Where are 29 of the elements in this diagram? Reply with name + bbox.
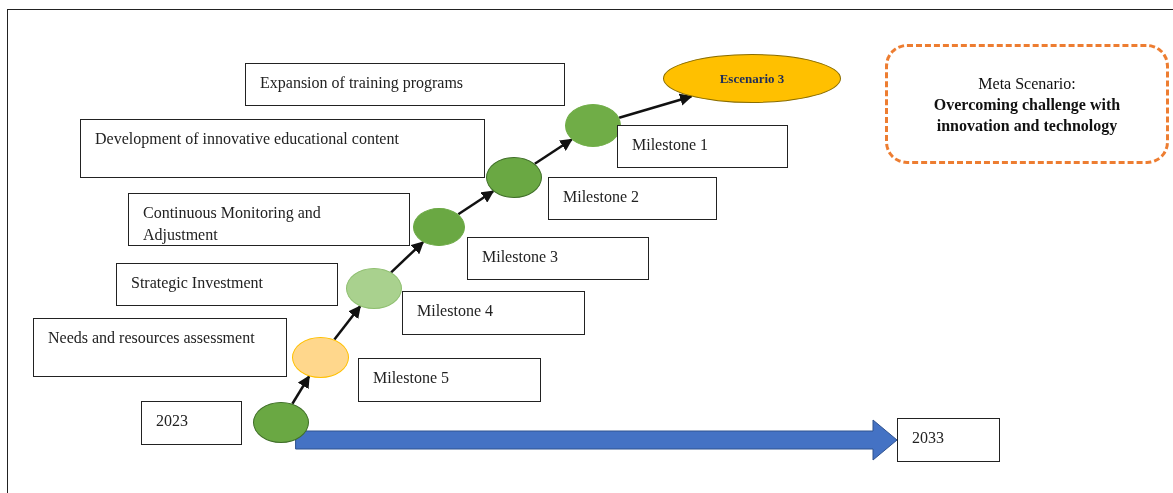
goal-text: Overcoming challenge with innovation and technology [932,94,1122,136]
text-box: Milestone 2 [548,177,717,220]
goal-box [885,44,1169,164]
milestone-circle [346,268,402,309]
milestone-circle [292,337,349,378]
text-box: Strategic Investment [116,263,338,306]
box-heading: Meta Scenario: [978,73,1076,94]
text-box: Needs and resources assessment [33,318,287,377]
text-box: Development of innovative educational content [80,119,485,178]
text-box: 2033 [897,418,1000,462]
text-box: Milestone 4 [402,291,585,335]
text-box: Expansion of training programs [245,63,565,106]
text-box: 2023 [141,401,242,445]
text-box: Milestone 5 [358,358,541,402]
milestone-circle [253,402,309,443]
arrow [333,305,362,341]
text-box: Milestone 3 [467,237,649,280]
timeline-arrow [295,419,898,461]
arrow [291,375,311,405]
text-box: Milestone 1 [617,125,788,168]
arrow [457,190,495,216]
milestone-circle [413,208,465,246]
text-box: Continuous Monitoring and Adjustment [128,193,410,246]
milestone-circle [486,157,542,198]
scenario-ellipse: Escenario 3 [663,54,841,103]
arrow [390,241,424,274]
arrow [534,138,573,165]
arrow [618,93,693,119]
milestone-circle [565,104,621,147]
